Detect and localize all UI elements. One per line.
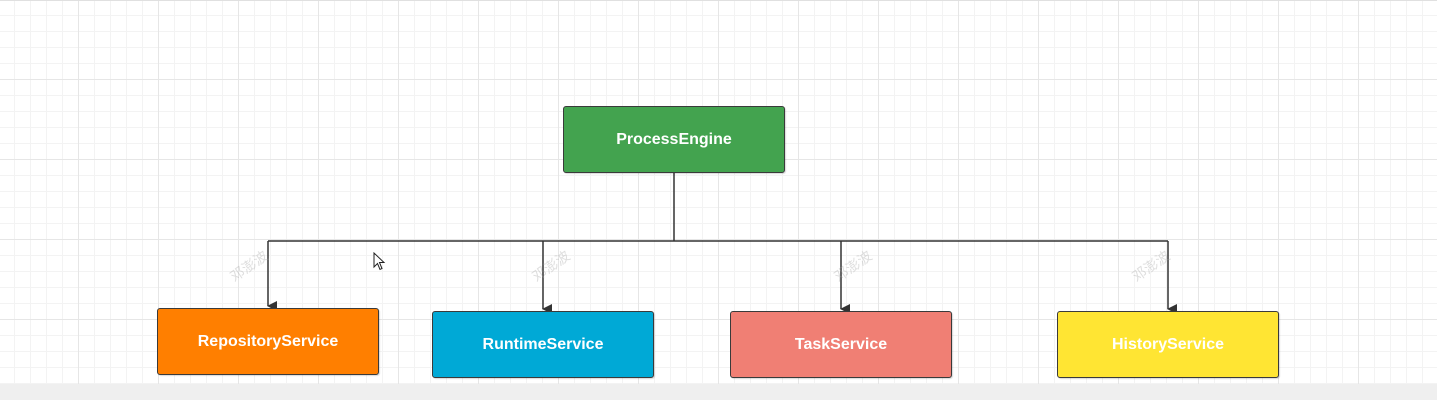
repository-service-node[interactable]: RepositoryService [157,308,379,375]
process-engine-node[interactable]: ProcessEngine [563,106,785,173]
task-service-node[interactable]: TaskService [730,311,952,378]
history-service-node[interactable]: HistoryService [1057,311,1279,378]
canvas-footer-bar [0,384,1437,400]
connector-lines [267,173,1177,314]
diagram-canvas[interactable]: 邓澎波 邓澎波 邓澎波 邓澎波 ProcessEngine Repository… [0,0,1437,384]
mouse-cursor-icon [373,252,386,271]
runtime-service-node[interactable]: RuntimeService [432,311,654,378]
